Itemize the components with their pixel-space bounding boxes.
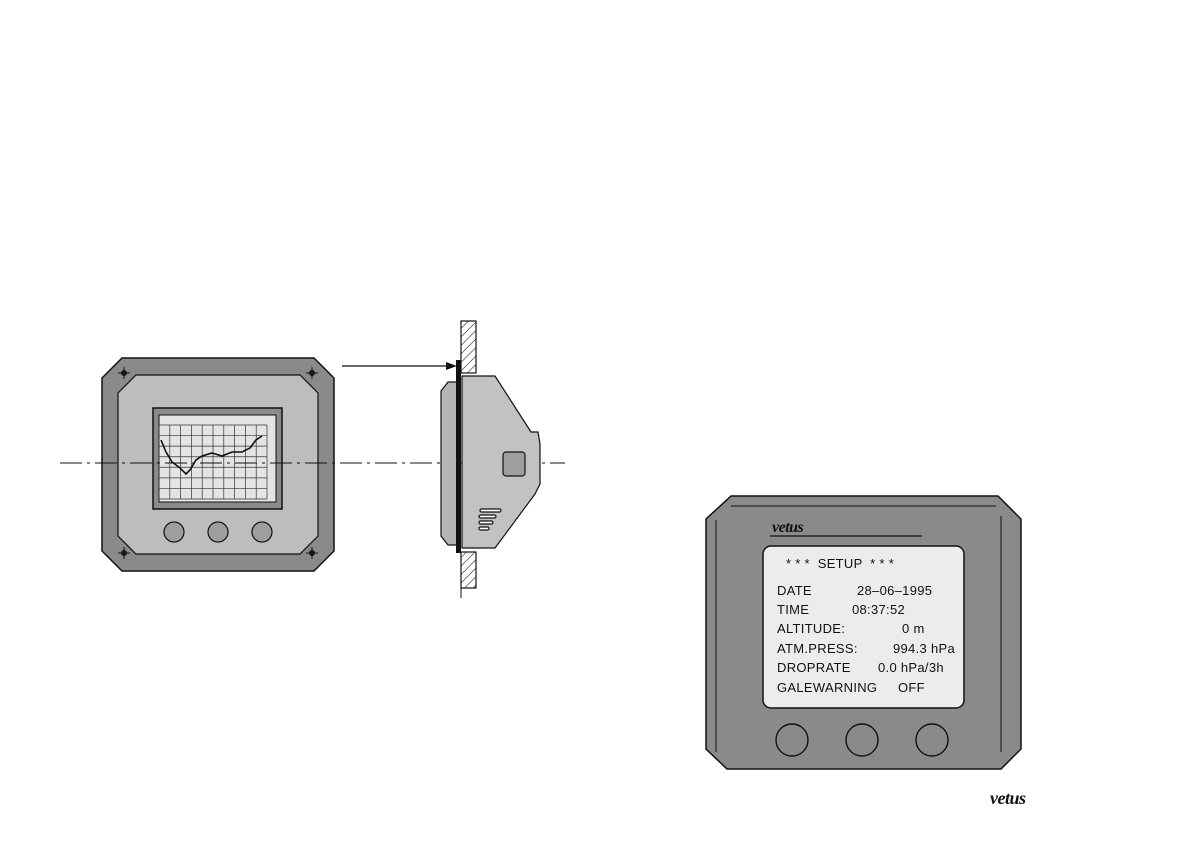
- setup-row-value: 994.3 hPa: [893, 641, 955, 656]
- setup-row-value: 08:37:52: [852, 602, 905, 617]
- mounting-arrow: [342, 362, 457, 370]
- setup-row-label: ALTITUDE:: [777, 621, 845, 636]
- setup-row-label: DROPRATE: [777, 660, 851, 675]
- front-screen: [159, 415, 276, 502]
- panel-wall-bottom: [461, 552, 476, 588]
- side-connector: [503, 452, 525, 476]
- arrow-head-icon: [446, 362, 457, 370]
- side-rear-body: [462, 376, 540, 548]
- front-view: [102, 358, 334, 571]
- unit-brand-logo: vetus: [772, 519, 803, 537]
- setup-row-label: GALEWARNING: [777, 680, 877, 695]
- setup-row-value: 28–06–1995: [857, 583, 932, 598]
- setup-row-value: OFF: [898, 680, 925, 695]
- front-button-right[interactable]: [252, 522, 272, 542]
- front-button-middle[interactable]: [208, 522, 228, 542]
- side-bezel-plate: [456, 360, 461, 553]
- setup-title: * * * SETUP * * *: [786, 556, 894, 571]
- side-view: [441, 321, 540, 598]
- setup-row-label: TIME: [777, 602, 809, 617]
- footer-brand-logo: vetus: [990, 788, 1026, 809]
- setup-row-label: ATM.PRESS:: [777, 641, 858, 656]
- setup-unit: [706, 496, 1021, 769]
- setup-button-left[interactable]: [776, 724, 808, 756]
- setup-button-middle[interactable]: [846, 724, 878, 756]
- setup-row-value: 0.0 hPa/3h: [878, 660, 944, 675]
- setup-button-right[interactable]: [916, 724, 948, 756]
- setup-row-label: DATE: [777, 583, 812, 598]
- panel-wall-top: [461, 321, 476, 373]
- setup-row-value: 0 m: [902, 621, 925, 636]
- front-button-left[interactable]: [164, 522, 184, 542]
